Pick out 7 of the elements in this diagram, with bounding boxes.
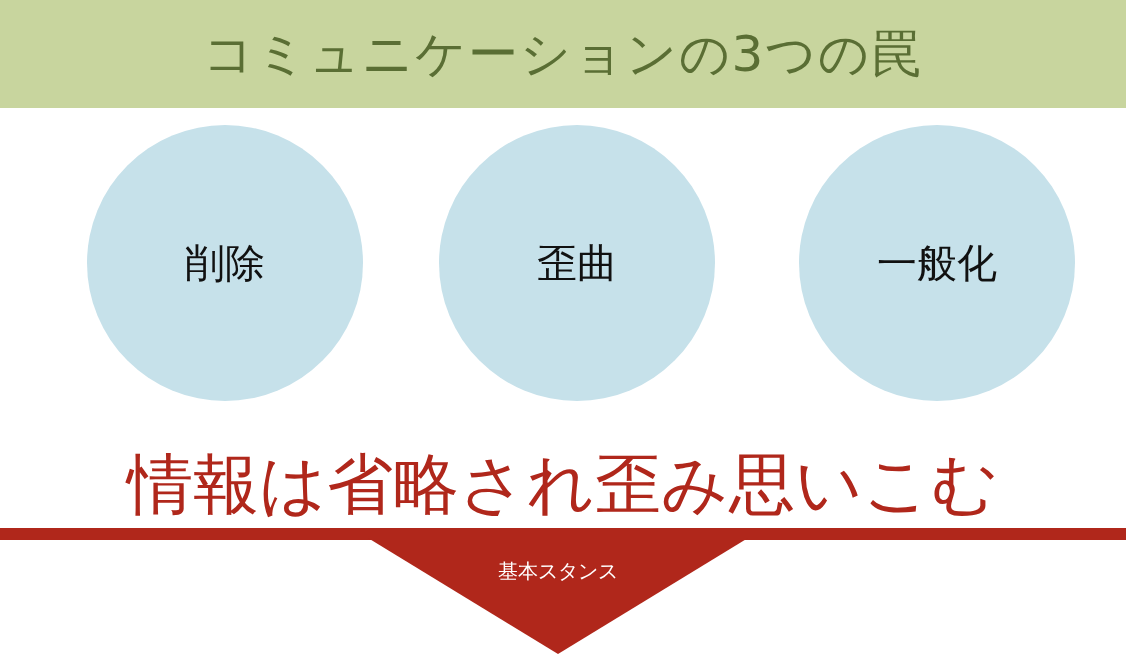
triangle-banner xyxy=(368,538,748,654)
node-label: 歪曲 xyxy=(537,238,617,288)
headline-text: 情報は省略され歪み思いこむ xyxy=(124,445,1000,525)
node-label: 削除 xyxy=(185,238,265,288)
node-label: 一般化 xyxy=(877,238,997,288)
title-text: コミュニケーションの3つの罠 xyxy=(202,23,924,85)
banner-text: 基本スタンス xyxy=(497,558,619,585)
